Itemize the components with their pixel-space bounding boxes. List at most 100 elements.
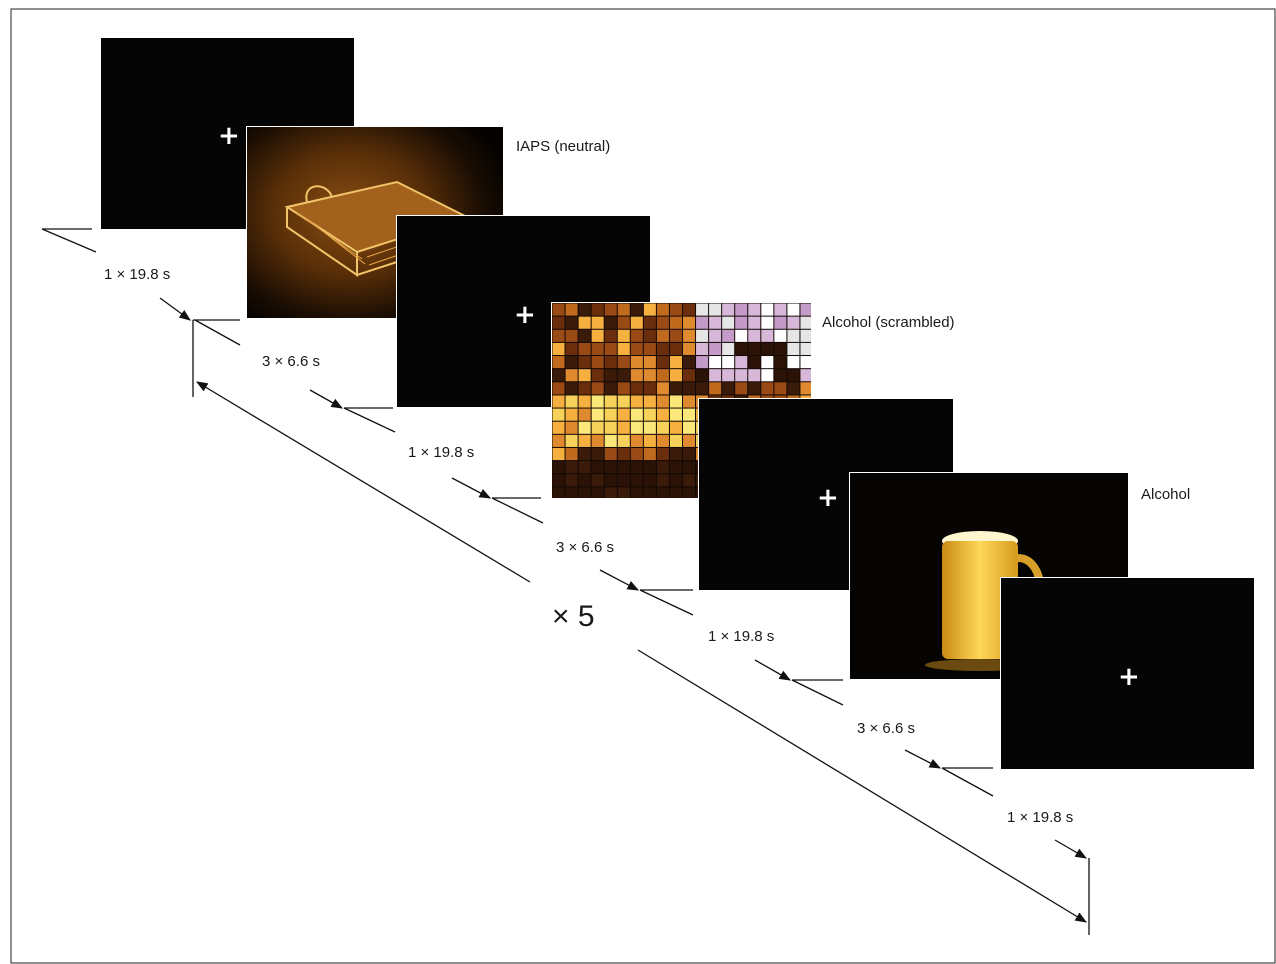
mosaic-tile bbox=[683, 447, 696, 461]
mosaic-tile bbox=[683, 434, 696, 447]
mosaic-tile bbox=[617, 369, 630, 382]
timeline-segment-4 bbox=[639, 589, 694, 616]
mosaic-tile bbox=[643, 395, 656, 408]
mosaic-tile bbox=[630, 408, 643, 421]
mosaic-tile bbox=[578, 329, 591, 342]
duration-label-4: 3 × 6.6 s bbox=[556, 539, 614, 556]
mosaic-tile bbox=[656, 329, 669, 342]
timeline-arrow-3 bbox=[451, 477, 492, 499]
mosaic-tile bbox=[591, 342, 604, 356]
mosaic-tile bbox=[722, 382, 735, 395]
duration-label-2: 3 × 6.6 s bbox=[262, 353, 320, 370]
mosaic-tile bbox=[735, 382, 748, 395]
mosaic-tile bbox=[630, 395, 643, 408]
mosaic-tile bbox=[565, 474, 578, 487]
mosaic-tile bbox=[656, 408, 669, 421]
mosaic-tile bbox=[800, 382, 811, 395]
mosaic-tile bbox=[683, 382, 696, 395]
mosaic-tile bbox=[630, 342, 643, 356]
mosaic-tile bbox=[643, 474, 656, 487]
mosaic-tile bbox=[565, 329, 578, 342]
mosaic-tile bbox=[617, 382, 630, 395]
mosaic-tile bbox=[578, 461, 591, 474]
iaps-label: IAPS (neutral) bbox=[516, 138, 611, 155]
mosaic-tile bbox=[683, 316, 696, 329]
mosaic-tile bbox=[552, 421, 565, 434]
mosaic-tile bbox=[669, 356, 682, 369]
mosaic-tile bbox=[683, 461, 696, 474]
mosaic-tile bbox=[552, 316, 565, 329]
mosaic-tile bbox=[787, 382, 800, 395]
mosaic-tile bbox=[565, 487, 578, 498]
mosaic-tile bbox=[656, 342, 669, 356]
mosaic-tile bbox=[669, 316, 682, 329]
mosaic-tile bbox=[643, 303, 656, 316]
mosaic-tile bbox=[774, 329, 787, 342]
mosaic-tile bbox=[683, 421, 696, 434]
mosaic-tile bbox=[591, 434, 604, 447]
mosaic-tile bbox=[643, 447, 656, 461]
mosaic-tile bbox=[617, 487, 630, 498]
timeline-arrow-4 bbox=[599, 569, 640, 591]
scrambled-mosaic bbox=[552, 303, 811, 498]
mosaic-tile bbox=[774, 342, 787, 356]
duration-label-5: 1 × 19.8 s bbox=[708, 628, 775, 645]
mosaic-tile bbox=[748, 342, 761, 356]
mosaic-tile bbox=[630, 316, 643, 329]
mosaic-tile bbox=[617, 395, 630, 408]
timeline-segment-0 bbox=[41, 228, 97, 253]
mosaic-tile bbox=[761, 329, 774, 342]
mosaic-tile bbox=[565, 303, 578, 316]
mosaic-tile bbox=[748, 356, 761, 369]
timeline-segment-3 bbox=[491, 497, 544, 524]
mosaic-tile bbox=[709, 316, 722, 329]
mosaic-tile bbox=[565, 447, 578, 461]
mosaic-tile bbox=[696, 329, 709, 342]
mosaic-tile bbox=[656, 356, 669, 369]
mosaic-tile bbox=[604, 447, 617, 461]
mosaic-tile bbox=[761, 356, 774, 369]
mosaic-tile bbox=[669, 447, 682, 461]
repeat-arrow-back bbox=[195, 381, 531, 583]
mosaic-tile bbox=[761, 303, 774, 316]
timeline-arrow-2 bbox=[309, 389, 344, 409]
mosaic-tile bbox=[591, 461, 604, 474]
mosaic-tile bbox=[722, 356, 735, 369]
mosaic-tile bbox=[565, 342, 578, 356]
mosaic-tile bbox=[643, 487, 656, 498]
mosaic-tile bbox=[643, 342, 656, 356]
mosaic-tile bbox=[722, 342, 735, 356]
mosaic-tile bbox=[643, 382, 656, 395]
mosaic-tile bbox=[578, 316, 591, 329]
mosaic-tile bbox=[735, 369, 748, 382]
mosaic-tile bbox=[604, 369, 617, 382]
mosaic-tile bbox=[761, 316, 774, 329]
mosaic-tile bbox=[604, 329, 617, 342]
mosaic-tile bbox=[656, 421, 669, 434]
mosaic-tile bbox=[630, 461, 643, 474]
mosaic-tile bbox=[643, 369, 656, 382]
mosaic-tile bbox=[735, 329, 748, 342]
mosaic-tile bbox=[696, 303, 709, 316]
duration-label-6: 3 × 6.6 s bbox=[857, 720, 915, 737]
mosaic-tile bbox=[578, 303, 591, 316]
mosaic-tile bbox=[552, 461, 565, 474]
mosaic-tile bbox=[683, 329, 696, 342]
mosaic-tile bbox=[735, 356, 748, 369]
mosaic-tile bbox=[748, 329, 761, 342]
mosaic-tile bbox=[709, 369, 722, 382]
mosaic-tile bbox=[591, 303, 604, 316]
alcohol-label: Alcohol bbox=[1141, 486, 1191, 503]
mosaic-tile bbox=[630, 369, 643, 382]
mosaic-tile bbox=[748, 369, 761, 382]
mosaic-tile bbox=[774, 316, 787, 329]
fixation-cross: + bbox=[218, 121, 240, 151]
mosaic-tile bbox=[748, 382, 761, 395]
mosaic-tile bbox=[565, 382, 578, 395]
mosaic-tile bbox=[683, 369, 696, 382]
mosaic-tile bbox=[709, 382, 722, 395]
mosaic-tile bbox=[774, 303, 787, 316]
mosaic-tile bbox=[578, 474, 591, 487]
duration-label-1: 1 × 19.8 s bbox=[104, 266, 171, 283]
repetition-label: × 5 bbox=[552, 600, 595, 633]
